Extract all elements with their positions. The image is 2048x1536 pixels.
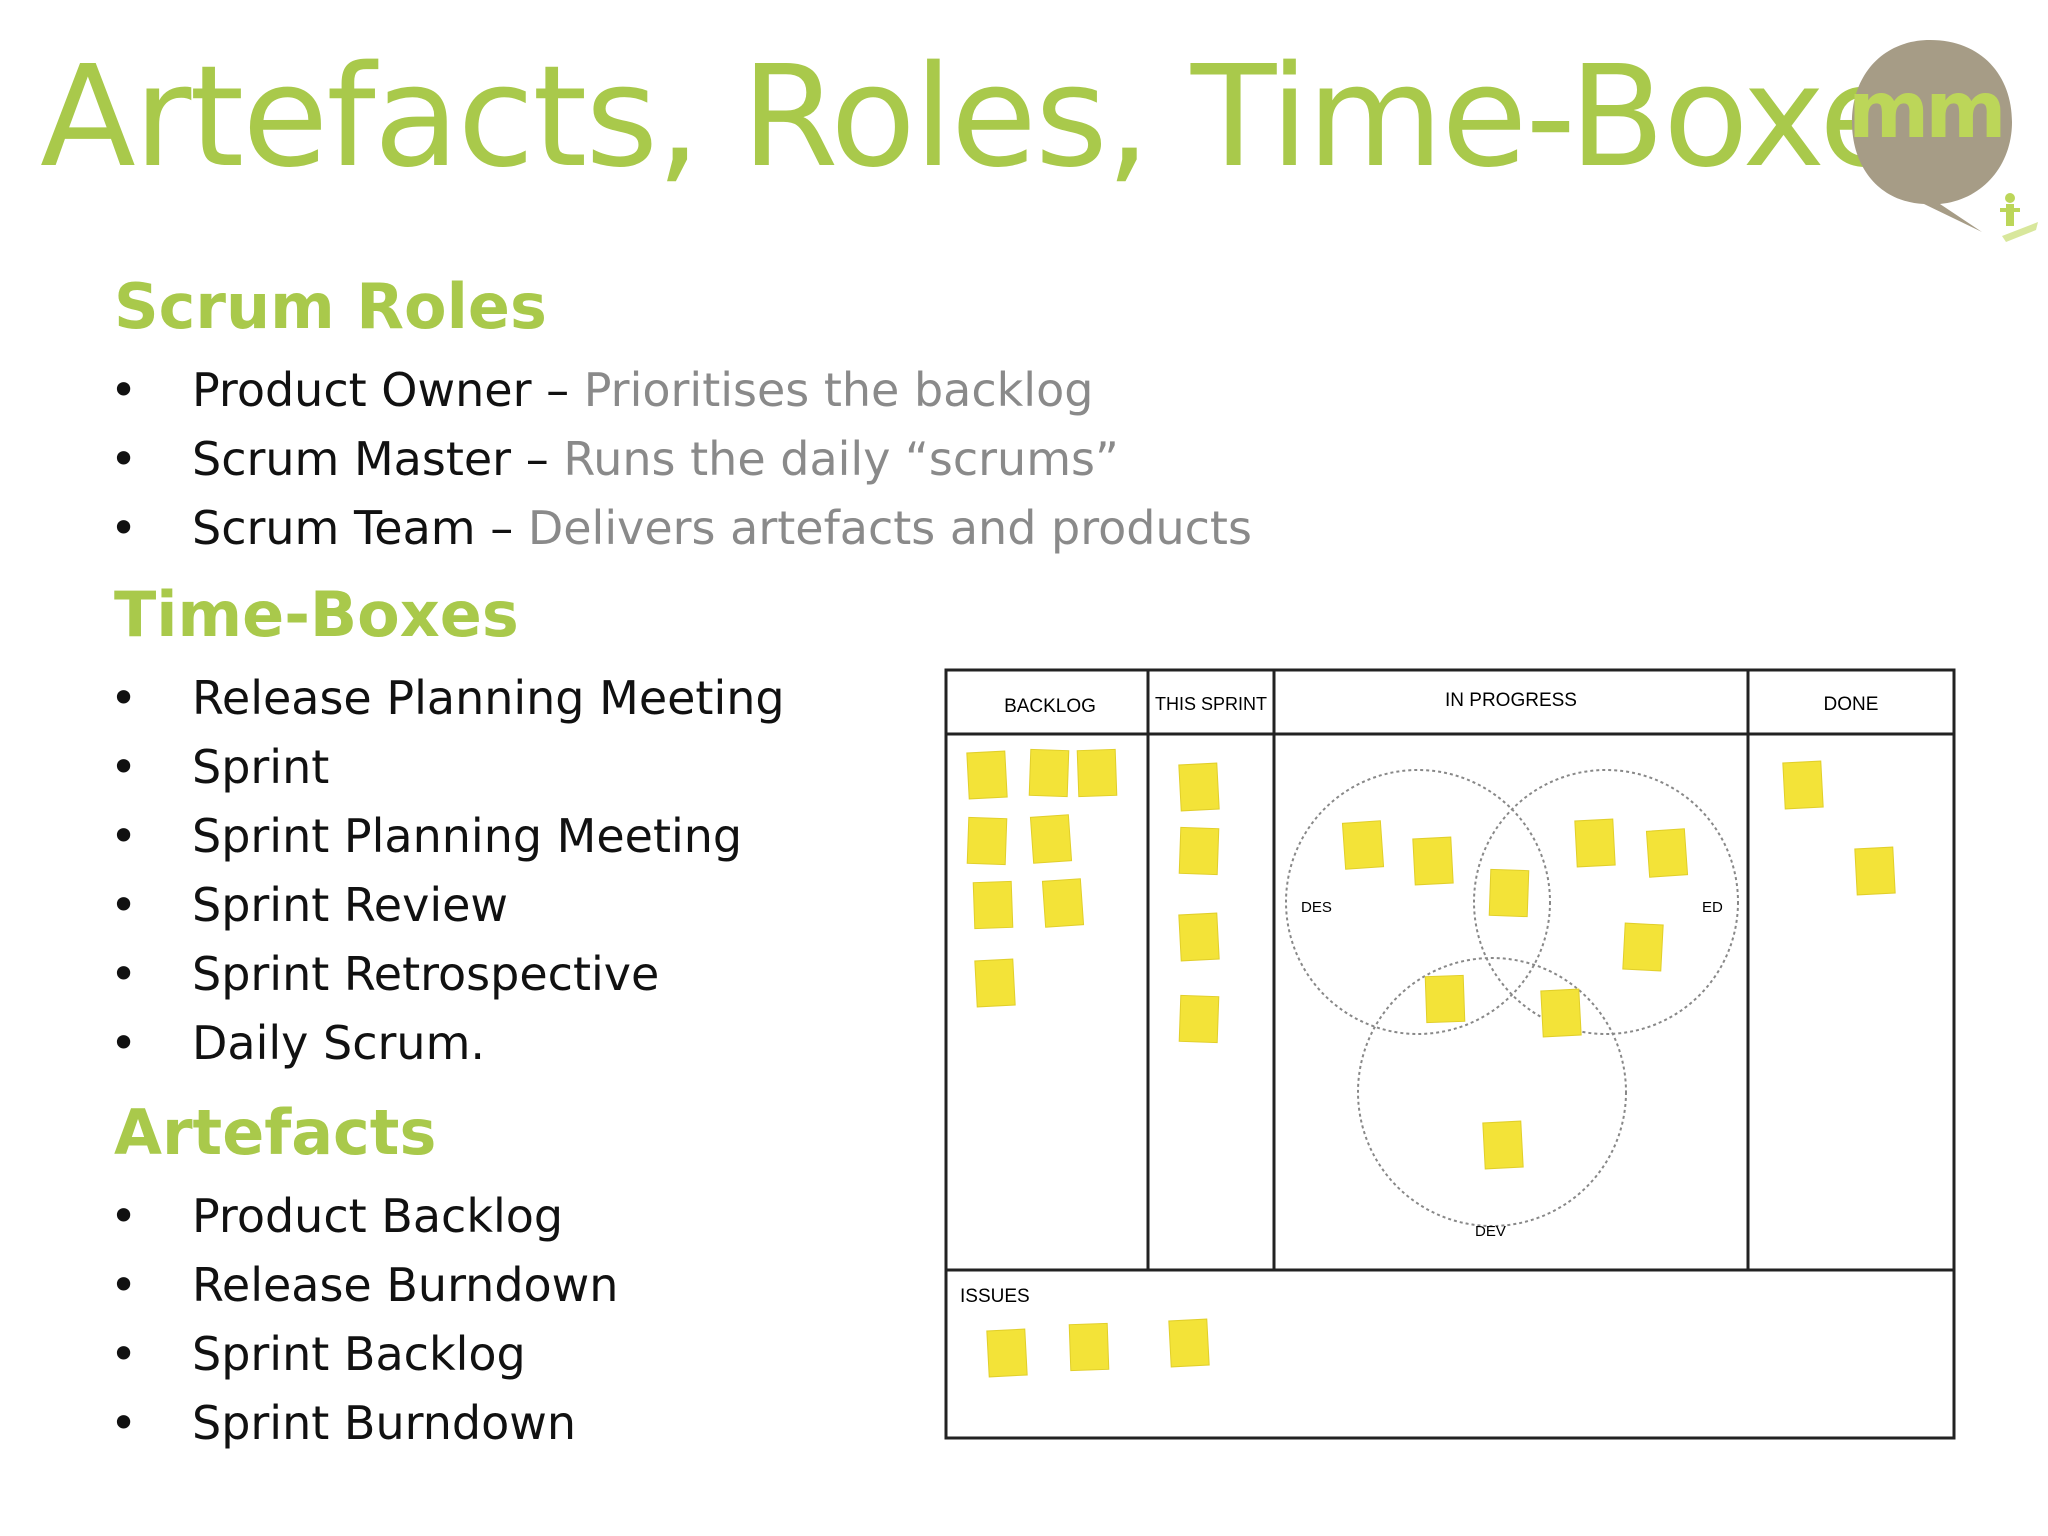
list-item: • Product Backlog [110,1182,618,1251]
bullet-icon: • [110,1396,138,1450]
time-boxes-list: • Release Planning Meeting • Sprint • Sprin… [110,664,785,1078]
role-description: Runs the daily “scrums” [563,432,1119,486]
sticky-note [1178,762,1220,812]
role-name: Scrum Master [192,432,512,486]
sticky-note [1341,820,1385,870]
sticky-note [1782,760,1824,810]
sticky-note [972,880,1014,930]
sticky-note [1482,1120,1524,1170]
list-item: • Sprint Retrospective [110,940,785,1009]
bullet-icon: • [110,432,138,486]
venn-label-ed: ED [1702,899,1723,916]
item-text: Sprint Backlog [192,1327,526,1381]
venn-circle-ed [1473,769,1739,1035]
slide-title: Artefacts, Roles, Time-Boxes [40,36,1976,199]
item-text: Sprint Retrospective [192,947,660,1001]
list-item: • Product Owner – Prioritises the backlog [110,356,1252,425]
column-header-this-sprint: THIS SPRINT [1155,694,1267,714]
scrum-roles-heading: Scrum Roles [114,270,547,343]
logo-text: mm [1848,66,2007,156]
list-item: • Sprint [110,733,785,802]
sticky-note [986,1328,1028,1378]
bullet-icon: • [110,809,138,863]
venn-circle-des [1285,769,1551,1035]
role-description: Delivers artefacts and products [527,501,1252,555]
bullet-icon: • [110,363,138,417]
scrum-roles-list: • Product Owner – Prioritises the backlog… [110,356,1252,563]
list-item: • Scrum Master – Runs the daily “scrums” [110,425,1252,494]
sticky-note [966,816,1008,866]
sticky-note [1068,1322,1110,1372]
sticky-note [1178,994,1220,1044]
sticky-note [1041,878,1085,928]
role-separator: – [475,501,528,555]
bullet-icon: • [110,740,138,794]
artefacts-list: • Product Backlog • Release Burndown • Spri… [110,1182,618,1458]
list-item: • Sprint Planning Meeting [110,802,785,871]
sticky-note [1412,836,1454,886]
venn-label-dev: DEV [1475,1223,1506,1240]
bullet-icon: • [110,671,138,725]
list-item: • Sprint Burndown [110,1389,618,1458]
item-text: Release Burndown [192,1258,619,1312]
bullet-icon: • [110,1189,138,1243]
artefacts-heading: Artefacts [114,1096,437,1169]
scrum-board-diagram: BACKLOG THIS SPRINT IN PROGRESS DONE ISS… [944,668,1956,1440]
sticky-note [1029,814,1073,864]
person-icon [2000,193,2038,242]
venn-label-des: DES [1301,899,1332,916]
sticky-note [1028,748,1070,798]
bullet-icon: • [110,878,138,932]
sticky-note [1488,868,1530,918]
item-text: Sprint Burndown [192,1396,576,1450]
column-header-backlog: BACKLOG [1004,696,1096,717]
logo-speech-bubble [1852,40,2038,242]
bullet-icon: • [110,1016,138,1070]
item-text: Release Planning Meeting [192,671,785,725]
column-header-in-progress: IN PROGRESS [1445,690,1577,711]
list-item: • Sprint Backlog [110,1320,618,1389]
role-name: Product Owner [192,363,532,417]
role-name: Scrum Team [192,501,476,555]
list-item: • Sprint Review [110,871,785,940]
list-item: • Scrum Team – Delivers artefacts and pro… [110,494,1252,563]
item-text: Sprint [192,740,330,794]
sticky-note [1854,846,1896,896]
sticky-note [1178,912,1220,962]
role-separator: – [511,432,564,486]
sticky-note [1178,826,1220,876]
sticky-note [1424,974,1466,1024]
sticky-note [1622,922,1664,972]
sticky-note [1076,748,1118,798]
sticky-note [1540,988,1582,1038]
column-header-done: DONE [1824,694,1879,715]
sticky-note [966,750,1008,800]
role-separator: – [531,363,584,417]
bullet-icon: • [110,1258,138,1312]
bullet-icon: • [110,501,138,555]
sticky-note [974,958,1016,1008]
venn-circle-dev [1357,957,1627,1227]
sticky-note [1645,828,1689,878]
issues-label: ISSUES [960,1286,1030,1307]
sticky-note [1574,818,1616,868]
list-item: • Release Planning Meeting [110,664,785,733]
role-description: Prioritises the backlog [583,363,1094,417]
list-item: • Release Burndown [110,1251,618,1320]
bullet-icon: • [110,1327,138,1381]
item-text: Sprint Planning Meeting [192,809,743,863]
item-text: Sprint Review [192,878,509,932]
item-text: Product Backlog [192,1189,564,1243]
sticky-note [1168,1318,1210,1368]
bullet-icon: • [110,947,138,1001]
time-boxes-heading: Time-Boxes [114,578,519,651]
item-text: Daily Scrum. [192,1016,486,1070]
list-item: • Daily Scrum. [110,1009,785,1078]
